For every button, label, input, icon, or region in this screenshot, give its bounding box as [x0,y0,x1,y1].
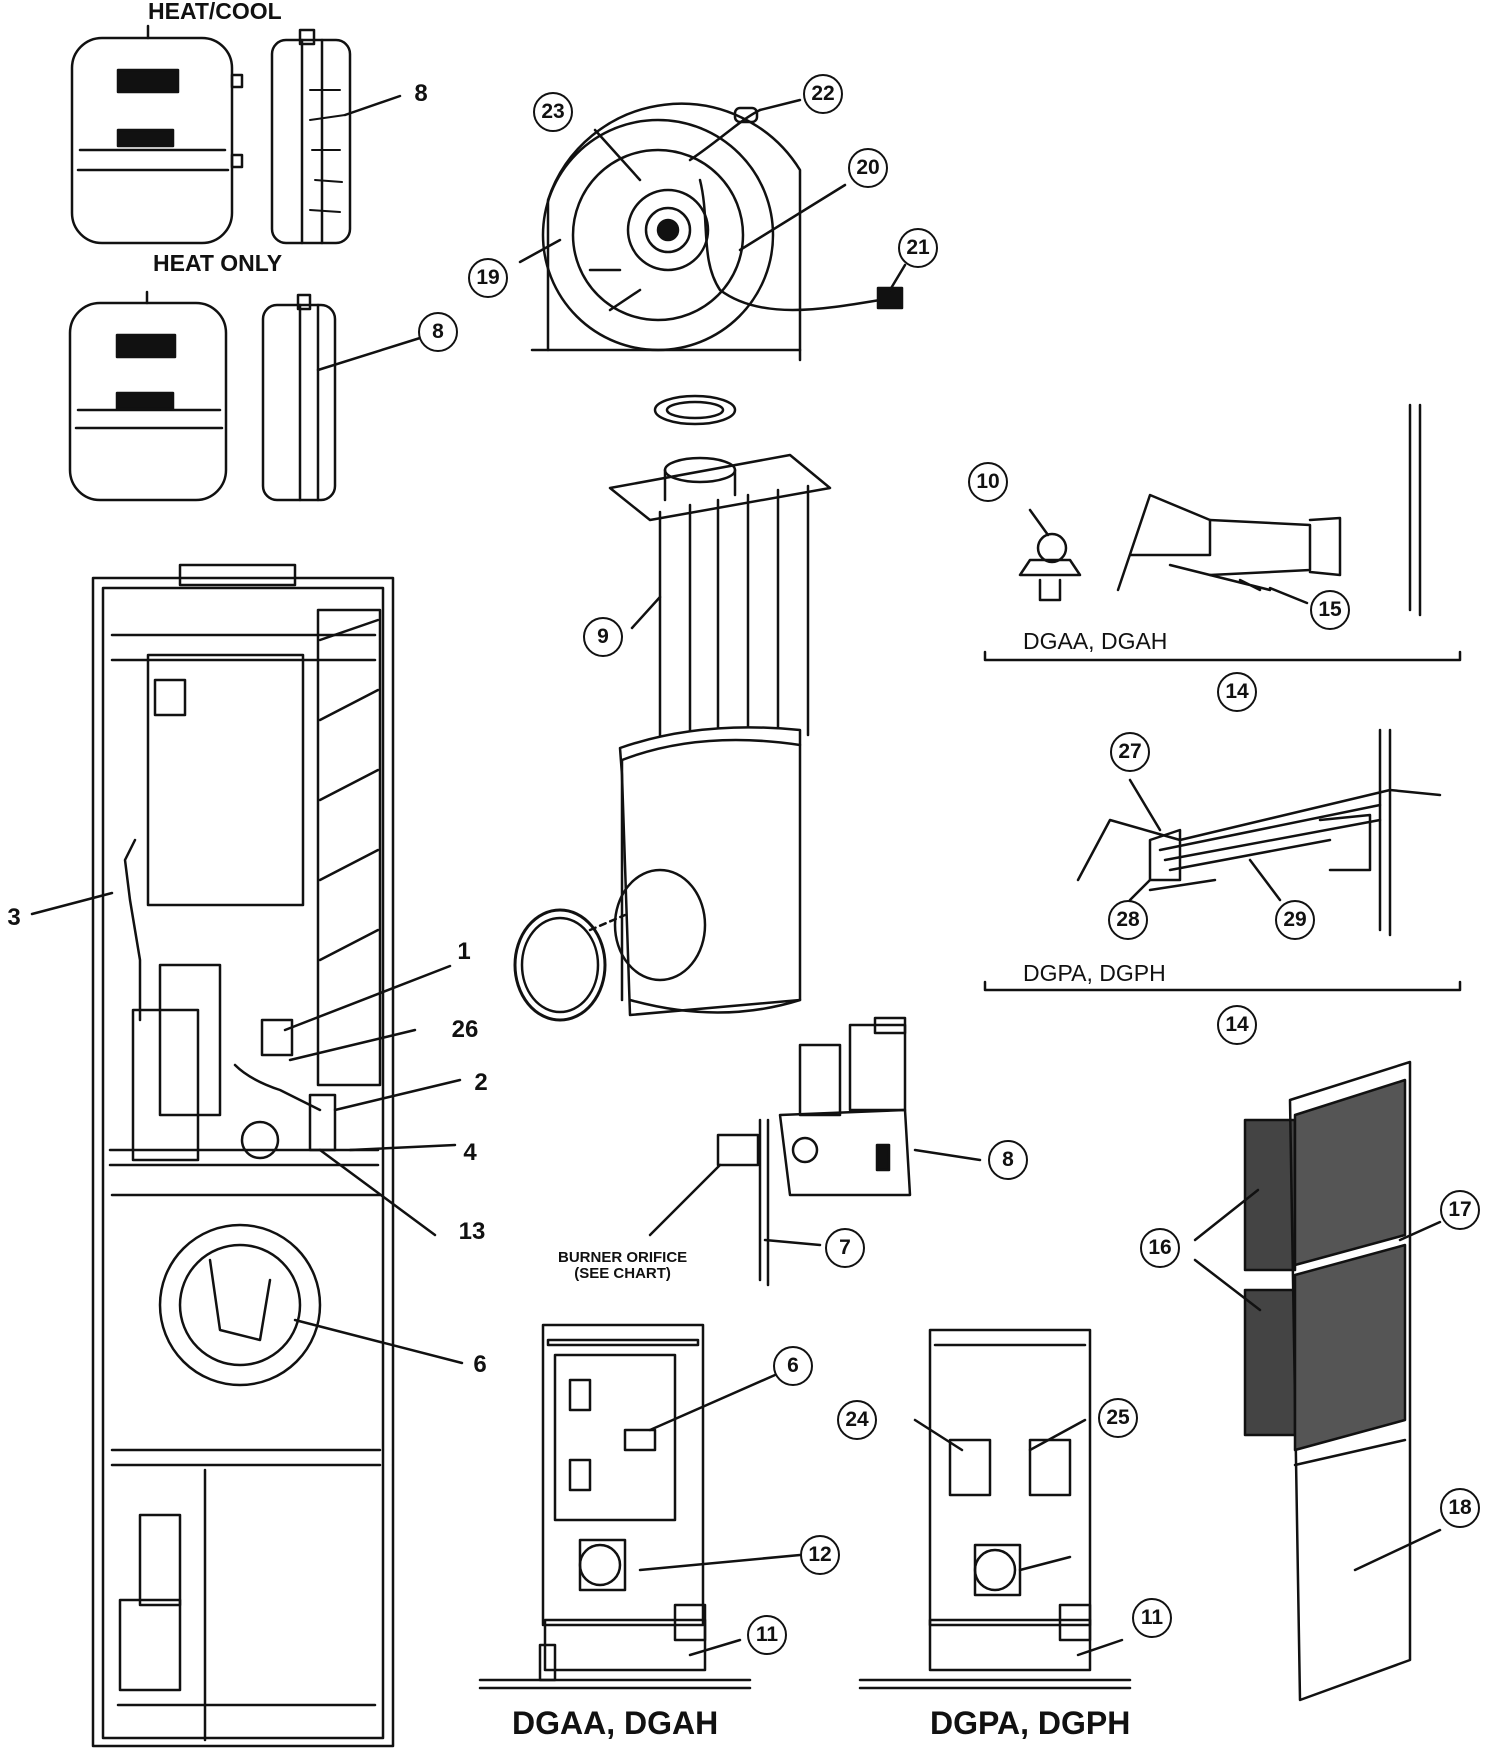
number-13: 13 [458,1218,486,1245]
callout-8-heat-only: 8 [418,312,458,352]
callout-14-top: 14 [1217,672,1257,712]
callout-8-valve: 8 [988,1140,1028,1180]
callout-28: 28 [1108,900,1148,940]
callout-10: 10 [968,462,1008,502]
number-6: 6 [473,1351,487,1378]
blower-assembly [518,98,907,362]
callout-15: 15 [1310,590,1350,630]
callout-7: 7 [825,1228,865,1268]
number-8-heat-cool: 8 [414,80,428,107]
heat-only-label: HEAT ONLY [153,250,283,276]
callout-16: 16 [1140,1228,1180,1268]
dgpa-dgph-bottom-label: DGPA, DGPH [930,1705,1131,1741]
heat-cool-label: HEAT/COOL [148,0,282,24]
callout-18: 18 [1440,1488,1480,1528]
burner-orifice-note: BURNER ORIFICE (SEE CHART) [558,1250,687,1282]
igniter-assembly-dgpa [983,728,1462,992]
thermostat-heat-cool-side [270,28,402,245]
callout-23: 23 [533,92,573,132]
callout-24: 24 [837,1400,877,1440]
igniter-assembly-dgaa [983,403,1462,662]
callout-11-left: 11 [747,1615,787,1655]
callout-14-bottom: 14 [1217,1005,1257,1045]
furnace-cabinet [30,563,464,1748]
thermostat-heat-only-front [68,290,228,502]
callout-11-right: 11 [1132,1598,1172,1638]
callout-25: 25 [1098,1398,1138,1438]
control-box-dgaa [478,1323,802,1690]
callout-27: 27 [1110,732,1150,772]
number-3: 3 [7,904,21,931]
callout-20: 20 [848,148,888,188]
callout-22: 22 [803,74,843,114]
number-1: 1 [457,938,471,965]
thermostat-heat-cool-front [70,24,244,245]
callout-29: 29 [1275,900,1315,940]
callout-21: 21 [898,228,938,268]
dgaa-dgah-bracket-label: DGAA, DGAH [1023,628,1168,654]
burner-orifice-line1: BURNER ORIFICE [558,1249,688,1266]
dgaa-dgah-bottom-label: DGAA, DGAH [512,1705,719,1741]
callout-12: 12 [800,1535,840,1575]
filters-and-panel [1193,1060,1442,1702]
number-2: 2 [474,1069,488,1096]
heat-exchanger [513,394,832,1022]
burner-orifice-line2: (SEE CHART) [574,1265,671,1282]
number-4: 4 [463,1139,477,1166]
callout-19: 19 [468,258,508,298]
callout-17: 17 [1440,1190,1480,1230]
callout-5: 6 [773,1346,813,1386]
control-box-dgpa [858,1328,1132,1690]
callout-9: 9 [583,617,623,657]
dgpa-dgph-bracket-label: DGPA, DGPH [1023,960,1166,986]
gas-valve [648,1016,982,1287]
thermostat-heat-only-side [261,293,422,502]
number-26: 26 [451,1016,479,1043]
